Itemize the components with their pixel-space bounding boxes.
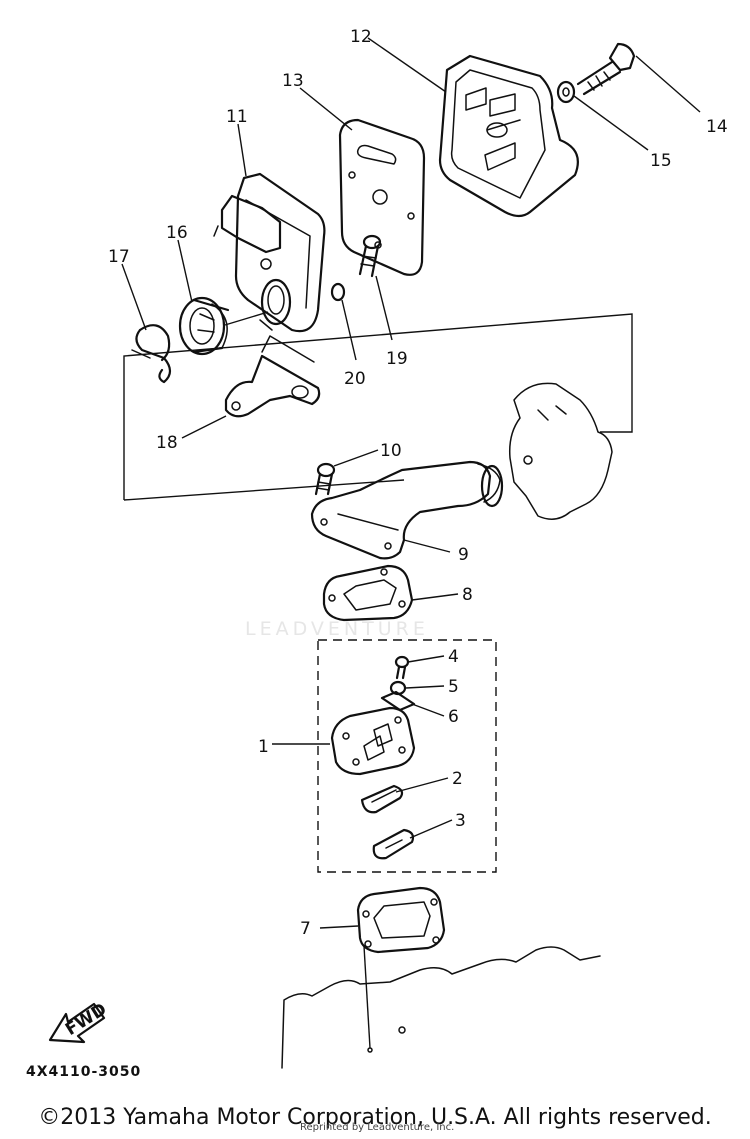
part-10-screw[interactable]: [314, 462, 336, 496]
callout-1: 1: [258, 737, 269, 757]
callout-13: 13: [282, 71, 304, 91]
leader-lines: [121, 37, 701, 1053]
part-11-silencer-case[interactable]: [213, 172, 326, 333]
callout-labels: 1 2 3 4 5 6 7 8 9 10 11 12 13 14 15 16 1…: [108, 27, 728, 939]
callout-6: 6: [448, 707, 459, 727]
part-6-stopper[interactable]: [380, 690, 416, 712]
part-20-washer[interactable]: [330, 282, 346, 302]
reprint-note: Reprinted by Leadventure, Inc.: [300, 1122, 455, 1133]
callout-15: 15: [650, 151, 672, 171]
part-19-screw[interactable]: [358, 234, 382, 278]
callout-16: 16: [166, 223, 188, 243]
reed-valve-assembly-box: [317, 639, 497, 873]
callout-8: 8: [462, 585, 473, 605]
callout-19: 19: [386, 349, 408, 369]
group-outline-bottom: [123, 479, 405, 501]
part-8-gasket[interactable]: [322, 564, 414, 622]
part-7-gasket[interactable]: [356, 886, 446, 954]
part-3-reed-stopper[interactable]: [372, 828, 415, 860]
fwd-label: FWD: [62, 999, 110, 1040]
part-15-washer[interactable]: [556, 80, 576, 104]
callout-17: 17: [108, 247, 130, 267]
part-18-bracket[interactable]: [224, 335, 321, 418]
callout-10: 10: [380, 441, 402, 461]
watermark: LEADVENTURE: [245, 618, 429, 640]
callout-18: 18: [156, 433, 178, 453]
copyright-text: ©2013 Yamaha Motor Corporation, U.S.A. A…: [38, 1105, 712, 1130]
callout-7: 7: [300, 919, 311, 939]
part-12-silencer-cover[interactable]: [438, 54, 579, 218]
callout-2: 2: [452, 769, 463, 789]
group-outline: [123, 313, 633, 500]
callout-14: 14: [706, 117, 728, 137]
part-2-reed[interactable]: [360, 784, 404, 814]
callout-20: 20: [344, 369, 366, 389]
diagram-code: 4X4110-3050: [26, 1064, 142, 1080]
part-1-reed-valve[interactable]: [330, 706, 416, 776]
engine-outline-upper: [508, 382, 613, 520]
callout-12: 12: [350, 27, 372, 47]
part-4-screw[interactable]: [394, 655, 410, 680]
callout-11: 11: [226, 107, 248, 127]
part-14-bolt[interactable]: [576, 42, 636, 96]
callout-5: 5: [448, 677, 459, 697]
crankcase-outline: [281, 946, 601, 1069]
callout-3: 3: [455, 811, 466, 831]
callout-4: 4: [448, 647, 459, 667]
callout-9: 9: [458, 545, 469, 565]
part-13-gasket[interactable]: [338, 118, 426, 276]
fwd-arrow-icon: FWD: [48, 999, 110, 1044]
part-9-intake-manifold[interactable]: [310, 460, 504, 560]
